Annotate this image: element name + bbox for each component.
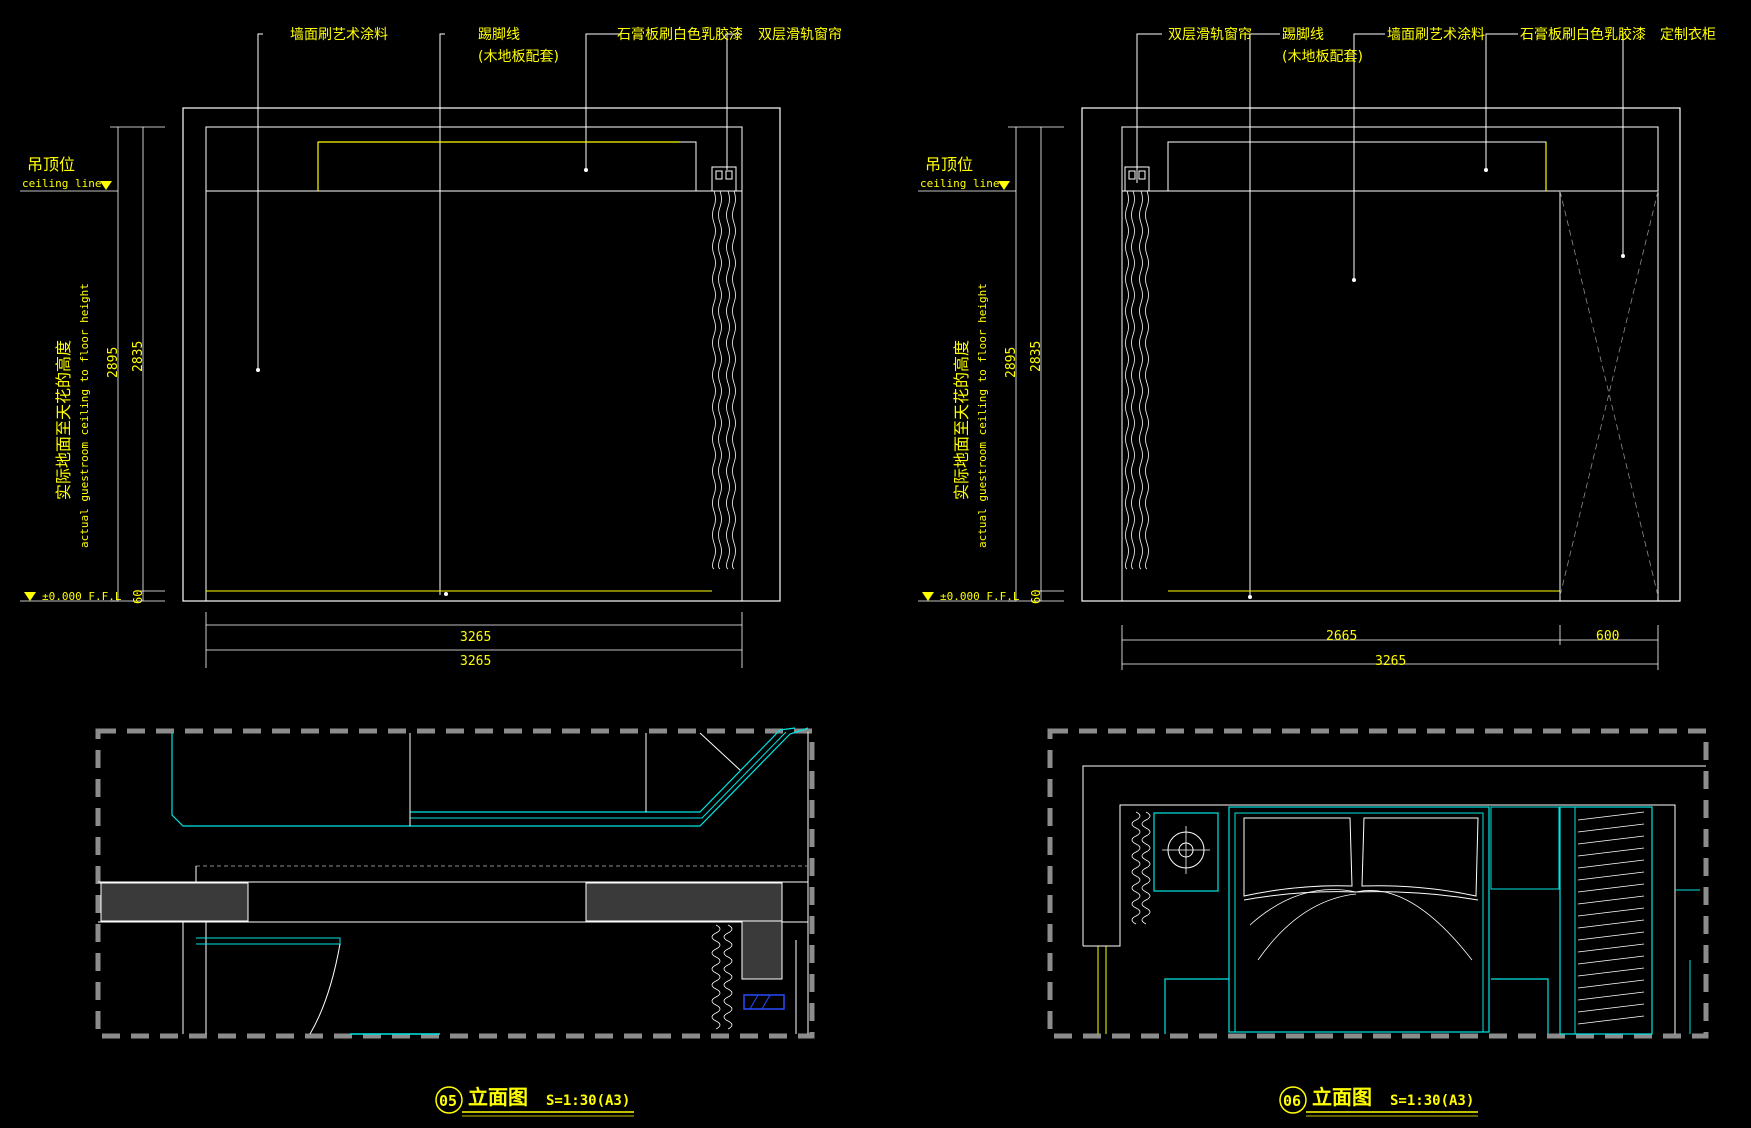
drawing-title-06: 立面图 (1312, 1085, 1372, 1109)
height-label-en-06: actual guestroom ceiling to floor height (976, 283, 989, 548)
drawing-number-circle (435, 1086, 463, 1114)
dim-600: 600 (1596, 629, 1619, 644)
leader-lines-06 (1136, 33, 1624, 598)
floor-level-label: ±0.000 F.F.L (42, 590, 122, 603)
label-ceiling-board: 石膏板刷白色乳胶漆 (617, 26, 743, 43)
dim-2835-06: 2835 (1029, 341, 1044, 372)
ceiling-label-en-06: ceiling line (920, 177, 999, 190)
window-mark (743, 994, 785, 1010)
floor-level-label-06: ±0.000 F.F.L (940, 590, 1020, 603)
wall-block (741, 920, 783, 980)
key-plan-06 (1047, 728, 1709, 1039)
ceiling-label-cn: 吊顶位 (27, 155, 75, 174)
hangers (1577, 811, 1645, 1025)
plan-frame-06 (1047, 728, 1709, 1039)
height-label-cn: 实际地面至天花的高度 (54, 340, 73, 500)
dim-2835: 2835 (131, 341, 146, 372)
floor-marker (24, 592, 36, 601)
label-ceiling-board-06: 石膏板刷白色乳胶漆 (1520, 26, 1646, 43)
elevation-05: 墙面刷艺术涂料 踢脚线 (木地板配套) 石膏板刷白色乳胶漆 双层滑轨窗帘 吊顶位… (20, 26, 842, 669)
dim-width-2: 3265 (460, 654, 491, 669)
dim-width-1: 3265 (460, 630, 491, 645)
drawing-scale-06: S=1:30(A3) (1390, 1093, 1474, 1109)
elevation-frame-06 (1081, 107, 1681, 602)
drawing-number-05: 05 (439, 1092, 457, 1110)
dim-60-06: 60 (1029, 590, 1043, 604)
wall-block (100, 882, 249, 922)
curtain-06 (1125, 190, 1149, 570)
label-curtain-06: 双层滑轨窗帘 (1168, 26, 1252, 43)
elevation-frame-05 (182, 107, 781, 602)
leader-dot (584, 168, 588, 172)
leader-dot (256, 368, 260, 372)
wardrobe (1559, 806, 1653, 1035)
vertical-dims-05 (20, 126, 165, 602)
plan-frame-05 (95, 728, 815, 1039)
label-skirting-note: (木地板配套) (478, 49, 559, 65)
ceiling-marker (100, 181, 112, 190)
label-skirting-06: 踢脚线 (1282, 27, 1324, 43)
wall-block (585, 882, 783, 922)
dim-2895: 2895 (106, 347, 121, 378)
elevation-06: 双层滑轨窗帘 踢脚线 (木地板配套) 墙面刷艺术涂料 石膏板刷白色乳胶漆 定制衣… (918, 26, 1716, 670)
ceiling-label-en: ceiling line (22, 177, 101, 190)
label-wall-paint-06: 墙面刷艺术涂料 (1387, 27, 1485, 43)
vertical-dims-06 (918, 126, 1064, 602)
ceiling-label-cn-06: 吊顶位 (925, 155, 973, 174)
label-curtain: 双层滑轨窗帘 (758, 26, 842, 43)
label-wall-paint: 墙面刷艺术涂料 (290, 27, 388, 43)
title-06: 06 立面图 S=1:30(A3) (1279, 1085, 1478, 1117)
bed (1228, 806, 1490, 1033)
label-skirting: 踢脚线 (478, 27, 520, 43)
drawing-title-05: 立面图 (468, 1085, 528, 1109)
label-skirting-note-06: (木地板配套) (1282, 49, 1363, 65)
wall-outline-05 (205, 126, 743, 602)
horizontal-dims-06 (1121, 625, 1659, 670)
dim-60: 60 (131, 590, 145, 604)
title-05: 05 立面图 S=1:30(A3) (435, 1085, 634, 1117)
drawing-number-circle (1279, 1086, 1307, 1114)
key-plan-05 (95, 727, 815, 1039)
drawing-scale-05: S=1:30(A3) (546, 1093, 630, 1109)
drawing-number-06: 06 (1283, 1092, 1301, 1110)
leader-lines-05 (257, 33, 742, 595)
height-label-en: actual guestroom ceiling to floor height (78, 283, 91, 548)
dim-3265-06: 3265 (1375, 654, 1406, 669)
label-wardrobe: 定制衣柜 (1660, 27, 1716, 43)
horizontal-dims-05 (205, 612, 743, 668)
dim-2895-06: 2895 (1004, 347, 1019, 378)
dim-2665: 2665 (1326, 629, 1357, 644)
curtain-05 (712, 190, 736, 570)
leader-dot (444, 592, 448, 596)
height-label-cn-06: 实际地面至天花的高度 (952, 340, 971, 500)
wall-outline-06 (1121, 126, 1659, 602)
